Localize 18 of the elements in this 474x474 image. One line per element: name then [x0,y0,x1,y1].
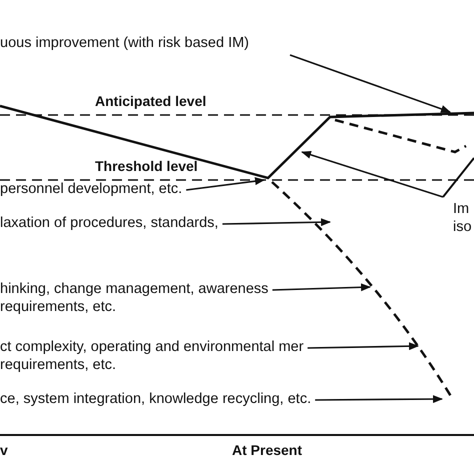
arrow [222,218,331,226]
level-label: Threshold level [95,158,198,174]
axis-label: At Present [232,442,302,458]
arrow [272,283,371,292]
arrow [301,150,444,198]
level-label: Anticipated level [95,93,206,109]
arrow [186,177,265,191]
arrow [290,54,451,113]
annotation-text: Im iso [453,200,473,236]
annotation-text: uous improvement (with risk based IM) [0,34,250,52]
axis-label: v [0,442,8,458]
arrow [315,395,443,404]
annotation-text: ct complexity, operating and environmental mer requirements, etc. [0,338,305,374]
annotation-text: personnel development, etc. [0,180,184,198]
annotation-text: hinking, change management, awareness requirements, etc. [0,280,270,316]
annotation-text: ce, system integration, knowledge recycling, etc. [0,390,312,408]
arrow [308,342,419,350]
annotation-text: laxation of procedures, standards, [0,214,220,232]
